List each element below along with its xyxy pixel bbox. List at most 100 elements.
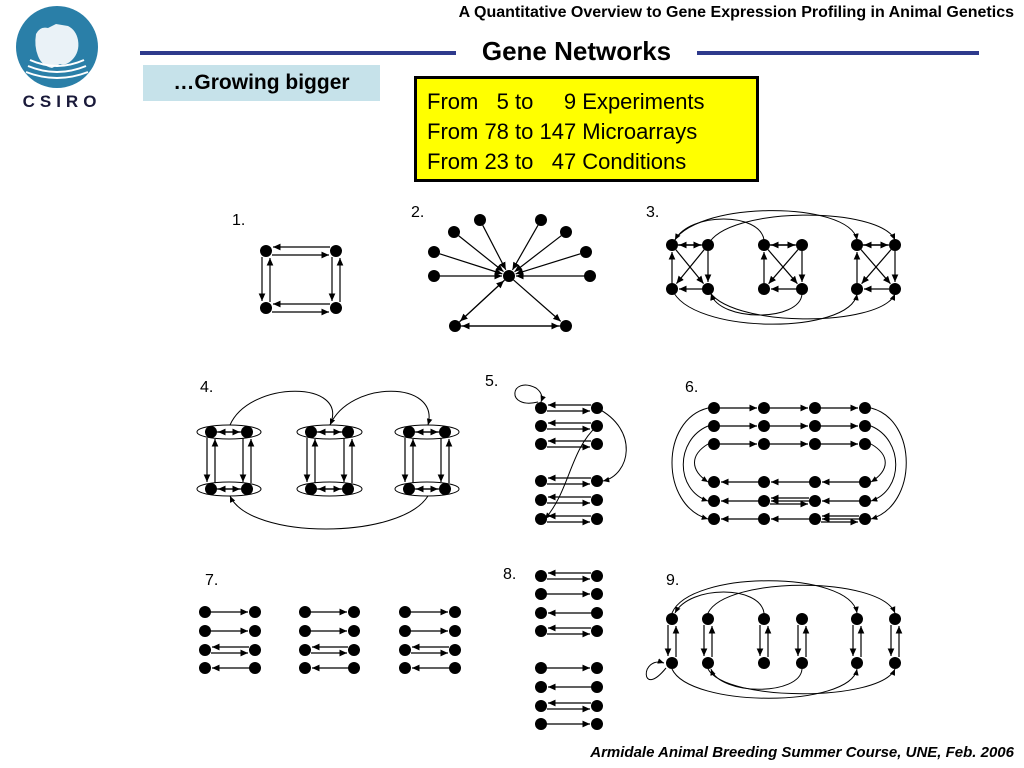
regulation-edge-10 [511, 224, 539, 271]
gene-node-38 [439, 426, 451, 438]
footer-course-info: Armidale Animal Breeding Summer Course, … [590, 744, 1014, 761]
summary-line-microarrays: From 78 to 147 Microarrays [427, 119, 698, 144]
gene-node-120 [758, 613, 770, 625]
gene-node-98 [399, 662, 411, 674]
regulation-edge-13 [439, 253, 503, 275]
regulation-curve-18 [870, 443, 886, 483]
slide-title: Gene Networks [481, 36, 672, 66]
regulation-curve-4 [671, 288, 859, 325]
gene-node-16 [666, 239, 678, 251]
presentation-title: A Quantitative Overview to Gene Expressi… [458, 4, 1014, 21]
gene-node-113 [591, 700, 603, 712]
gene-node-63 [859, 438, 871, 450]
gene-node-11 [428, 270, 440, 282]
network-label-1: 1. [232, 212, 245, 229]
gene-node-45 [591, 438, 603, 450]
gene-node-1 [260, 245, 272, 257]
gene-node-70 [809, 495, 821, 507]
gene-node-23 [796, 283, 808, 295]
gene-node-3 [260, 302, 272, 314]
gene-node-24 [851, 239, 863, 251]
gene-node-48 [535, 494, 547, 506]
gene-node-67 [859, 476, 871, 488]
gene-node-60 [708, 438, 720, 450]
gene-node-89 [348, 644, 360, 656]
gene-node-54 [809, 402, 821, 414]
gene-node-91 [348, 662, 360, 674]
gene-node-6 [535, 214, 547, 226]
gene-node-26 [889, 239, 901, 251]
gene-node-107 [591, 625, 603, 637]
gene-node-84 [299, 606, 311, 618]
gene-node-66 [809, 476, 821, 488]
regulation-curve-6 [710, 293, 803, 316]
gene-node-112 [535, 700, 547, 712]
gene-node-20 [758, 239, 770, 251]
gene-node-57 [758, 420, 770, 432]
gene-node-75 [859, 513, 871, 525]
gene-node-41 [591, 402, 603, 414]
gene-node-68 [708, 495, 720, 507]
network-label-2: 2. [411, 204, 424, 221]
regulation-curve-24 [710, 668, 803, 690]
regulation-curve-1 [671, 210, 859, 246]
gene-node-88 [299, 644, 311, 656]
regulation-curve-9 [229, 495, 429, 530]
gene-node-19 [702, 283, 714, 295]
summary-line-conditions: From 23 to 47 Conditions [427, 149, 687, 174]
regulation-edge-35 [768, 249, 799, 285]
cluster-ellipse-5 [394, 424, 460, 440]
gene-node-86 [299, 625, 311, 637]
gene-node-123 [796, 657, 808, 669]
cluster-ellipse-1 [196, 424, 262, 440]
gene-node-111 [591, 681, 603, 693]
gene-node-5 [474, 214, 486, 226]
gene-node-49 [591, 494, 603, 506]
regulation-curve-19 [671, 580, 859, 614]
gene-node-117 [666, 657, 678, 669]
regulation-curve-15 [694, 443, 709, 483]
gene-node-22 [796, 239, 808, 251]
gene-node-94 [399, 625, 411, 637]
gene-node-17 [666, 283, 678, 295]
regulation-curve-16 [870, 407, 907, 520]
gene-node-114 [535, 718, 547, 730]
gene-node-78 [199, 625, 211, 637]
gene-node-52 [708, 402, 720, 414]
gene-node-74 [809, 513, 821, 525]
gene-node-25 [851, 283, 863, 295]
regulation-edge-12 [514, 235, 562, 273]
regulation-curve-12 [544, 425, 598, 520]
gene-node-97 [449, 644, 461, 656]
gene-node-127 [889, 657, 901, 669]
gene-node-110 [535, 681, 547, 693]
regulation-curve-14 [682, 425, 709, 502]
gene-node-46 [535, 475, 547, 487]
csiro-logo-emblem [16, 6, 98, 88]
gene-node-29 [205, 483, 217, 495]
gene-node-21 [758, 283, 770, 295]
gene-node-125 [851, 657, 863, 669]
gene-node-39 [439, 483, 451, 495]
gene-node-115 [591, 718, 603, 730]
gene-node-95 [449, 625, 461, 637]
gene-node-33 [305, 483, 317, 495]
network-label-8: 8. [503, 566, 516, 583]
gene-node-43 [591, 420, 603, 432]
title-rule-right [697, 51, 979, 55]
gene-node-101 [591, 570, 603, 582]
gene-node-31 [241, 483, 253, 495]
gene-node-81 [249, 644, 261, 656]
regulation-curve-10 [514, 384, 546, 404]
csiro-logo-text: CSIRO [22, 92, 102, 111]
gene-node-72 [708, 513, 720, 525]
regulation-edge-14 [515, 253, 581, 275]
gene-node-51 [591, 513, 603, 525]
gene-node-4 [330, 302, 342, 314]
gene-node-30 [241, 426, 253, 438]
gene-node-85 [348, 606, 360, 618]
network-label-3: 3. [646, 204, 659, 221]
gene-node-103 [591, 588, 603, 600]
network-label-7: 7. [205, 572, 218, 589]
